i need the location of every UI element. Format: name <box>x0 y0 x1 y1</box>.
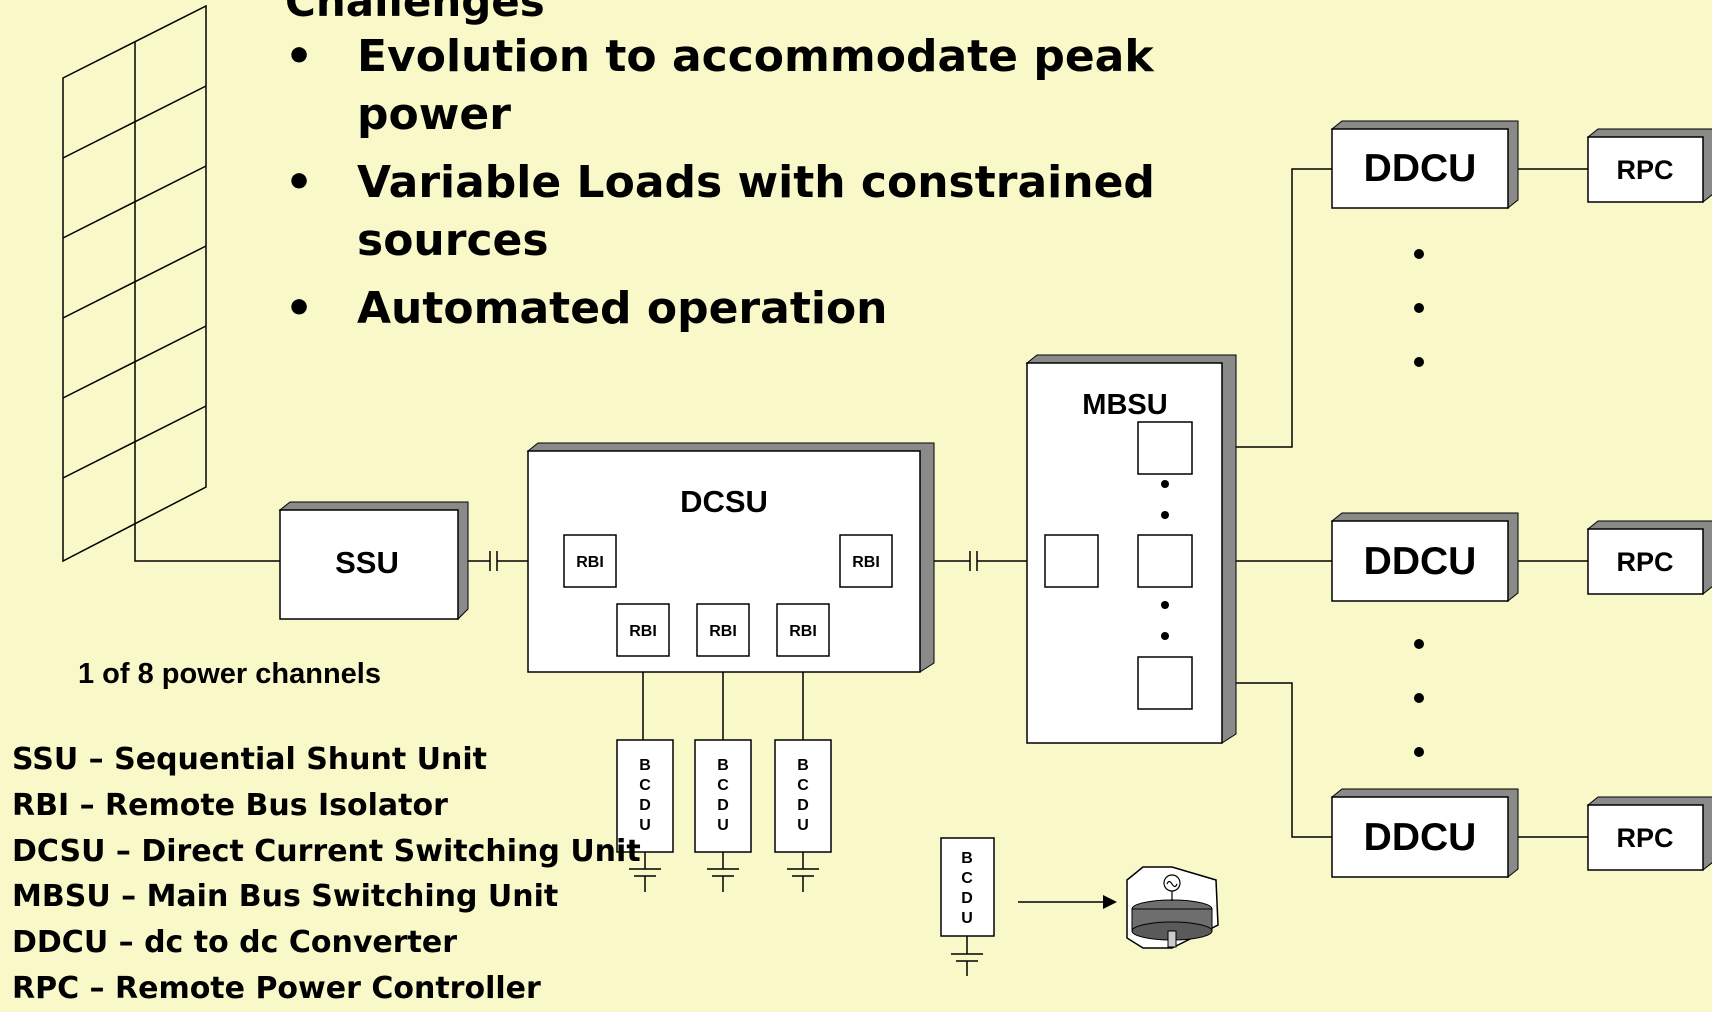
bcdu-unit: B C D U <box>940 837 995 937</box>
bcdu-unit: B C D U <box>694 739 752 853</box>
bcdu-letter: C <box>639 777 651 794</box>
rbi-switch: RBI <box>563 534 617 588</box>
solar-array-icon <box>62 4 280 563</box>
ellipsis-icon <box>1161 480 1169 640</box>
legend-item: MBSU – Main Bus Switching Unit <box>12 879 559 915</box>
rbi-switch: RBI <box>616 603 670 657</box>
legend-item: SSU – Sequential Shunt Unit <box>12 742 488 777</box>
bcdu-letter: C <box>797 777 809 794</box>
slide-heading: Challenges <box>285 0 545 26</box>
bcdu-letter: C <box>717 777 729 794</box>
mbsu-switch <box>1137 421 1193 475</box>
bcdu-letter: B <box>717 757 729 774</box>
ddcu-label: DDCU <box>1364 147 1477 190</box>
legend-item: RPC – Remote Power Controller <box>12 970 541 1006</box>
rbi-label: RBI <box>709 623 737 640</box>
mbsu-switch <box>1137 656 1193 710</box>
channel-note: 1 of 8 power channels <box>78 658 381 690</box>
mbsu-switch <box>1044 534 1099 588</box>
rpc-block: RPC <box>1586 796 1712 872</box>
ddcu-label: DDCU <box>1364 816 1477 859</box>
arrow-icon <box>1103 895 1117 909</box>
battery-icon <box>629 852 661 892</box>
legend-item: DDCU – dc to dc Converter <box>12 925 458 961</box>
battery-icon <box>707 852 739 892</box>
bcdu-letter: B <box>639 757 651 774</box>
bcdu-letter: U <box>717 817 729 834</box>
bullet-icon: • <box>285 31 314 82</box>
rbi-switch: RBI <box>839 534 893 588</box>
challenge-text: Automated operation <box>357 283 888 334</box>
rbi-label: RBI <box>789 623 817 640</box>
ddcu-label: DDCU <box>1364 540 1477 583</box>
ddcu-block: DDCU <box>1330 120 1519 210</box>
rbi-label: RBI <box>852 554 880 571</box>
challenge-item: • Variable Loads with constrained sources <box>285 154 1165 270</box>
rpc-label: RPC <box>1616 547 1673 577</box>
acronym-legend: SSU – Sequential Shunt Unit RBI – Remote… <box>12 737 641 1012</box>
rbi-switch: RBI <box>776 603 830 657</box>
battery-icon <box>787 852 819 892</box>
bullet-icon: • <box>285 157 314 208</box>
ddcu-block: DDCU <box>1330 512 1519 603</box>
challenge-list: • Evolution to accommodate peak power • Va… <box>285 28 1165 348</box>
dcsu-label: DCSU <box>680 484 768 519</box>
battery-icon <box>951 936 983 976</box>
ssu-block: SSU <box>278 501 469 621</box>
challenge-text: Variable Loads with constrained sources <box>357 157 1155 266</box>
bcdu-letter: B <box>797 757 809 774</box>
mbsu-label: MBSU <box>1082 389 1167 421</box>
bcdu-letter: D <box>797 797 809 814</box>
challenge-item: • Automated operation <box>285 280 1165 338</box>
rbi-label: RBI <box>629 623 657 640</box>
ddcu-block: DDCU <box>1330 788 1519 879</box>
rpc-label: RPC <box>1616 155 1673 185</box>
rbi-switch: RBI <box>696 603 750 657</box>
challenge-text: Evolution to accommodate peak power <box>357 31 1154 140</box>
bcdu-letter: D <box>639 797 651 814</box>
bcdu-unit: B C D U <box>616 739 674 853</box>
bcdu-letter: U <box>797 817 809 834</box>
ellipsis-icon <box>1414 249 1424 757</box>
legend-item: RBI – Remote Bus Isolator <box>12 787 448 823</box>
bcdu-letter: U <box>961 910 973 927</box>
rpc-block: RPC <box>1586 128 1712 204</box>
mbsu-block: MBSU <box>1025 354 1237 744</box>
rbi-label: RBI <box>576 554 604 571</box>
challenge-item: • Evolution to accommodate peak power <box>285 28 1165 144</box>
flywheel-icon <box>1126 866 1219 949</box>
bcdu-letter: U <box>639 817 651 834</box>
rpc-label: RPC <box>1616 823 1673 853</box>
bullet-icon: • <box>285 283 314 334</box>
ssu-label: SSU <box>335 545 399 580</box>
bcdu-letter: D <box>961 890 973 907</box>
bcdu-letter: C <box>961 870 973 887</box>
mbsu-switch <box>1137 534 1193 588</box>
bcdu-letter: D <box>717 797 729 814</box>
rpc-block: RPC <box>1586 520 1712 596</box>
bcdu-unit: B C D U <box>774 739 832 853</box>
bcdu-letter: B <box>961 850 973 867</box>
legend-item: DCSU – Direct Current Switching Unit <box>12 833 641 869</box>
